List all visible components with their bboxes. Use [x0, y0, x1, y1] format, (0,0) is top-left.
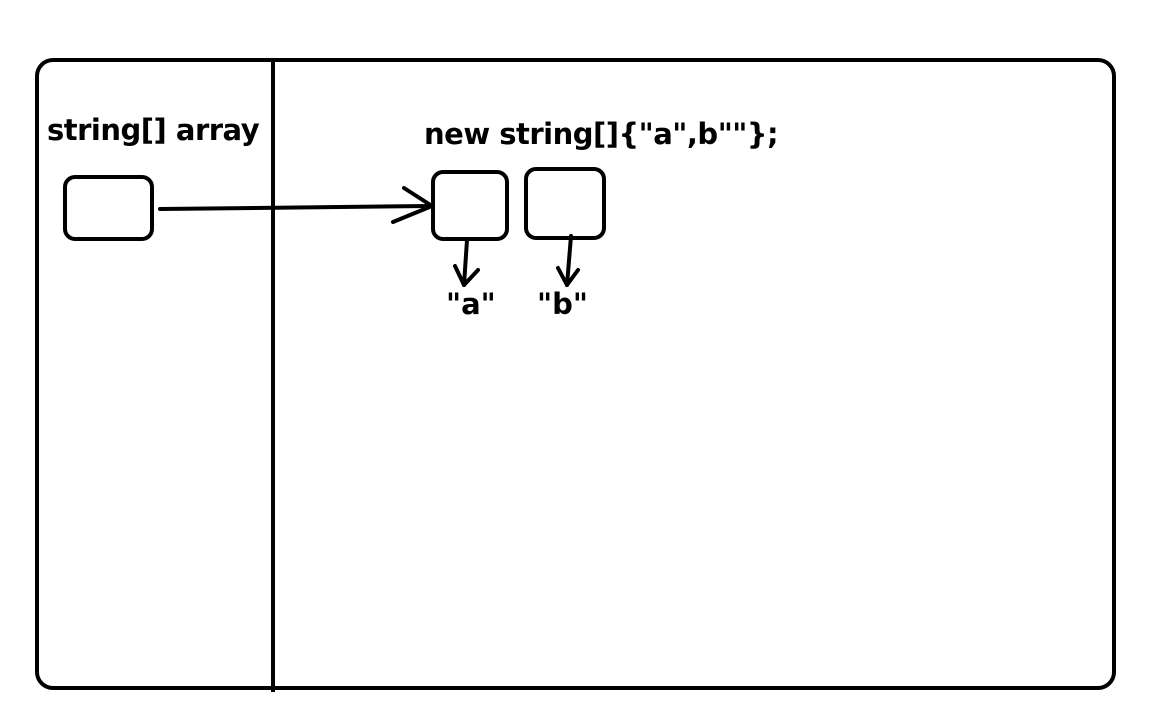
- heap-array-label: new string[]{"a",b""};: [424, 117, 779, 151]
- reference-arrow: [158, 186, 434, 224]
- element-arrow-0: [453, 238, 480, 287]
- element-value-a: "a": [446, 287, 496, 321]
- stack-variable-label: string[] array: [47, 113, 260, 147]
- array-element-box-1: [524, 167, 606, 240]
- array-element-box-0: [431, 170, 509, 241]
- element-arrow-1: [556, 234, 580, 287]
- element-value-b: "b": [537, 287, 588, 321]
- memory-frame: [35, 58, 1116, 690]
- stack-variable-box: [63, 175, 154, 241]
